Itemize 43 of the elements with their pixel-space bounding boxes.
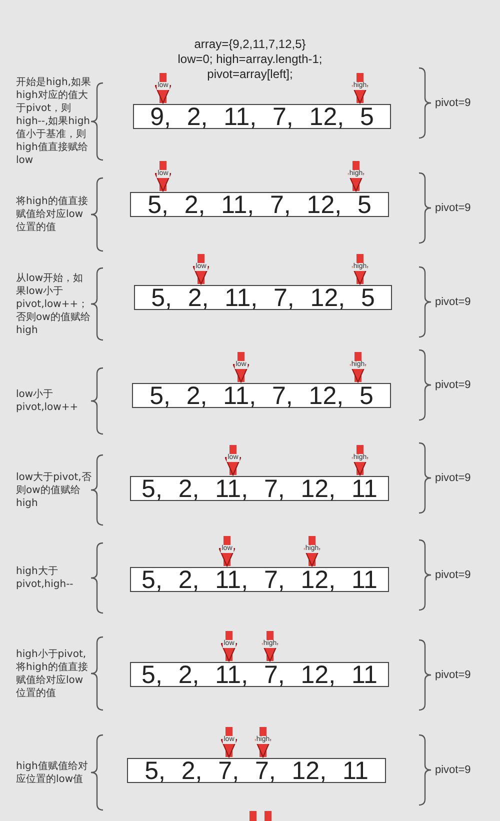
code-line: pivot=array[left]; — [207, 67, 293, 81]
description-text: low小于pivot,low++ — [16, 388, 80, 414]
array-box: 5, 2, 11, 7, 12, 11 — [130, 476, 389, 501]
pivot-label: pivot=9 — [435, 569, 471, 581]
arrow — [262, 631, 278, 662]
arrow — [254, 727, 272, 758]
arrow — [192, 254, 210, 284]
arrow — [348, 161, 364, 192]
arrow — [218, 536, 236, 566]
description-text: 将high的值直接赋值给对应low位置的值 — [16, 195, 89, 234]
array-box: 5, 2, 7, 7, 12, 11 — [127, 758, 386, 783]
pivot-label: pivot=9 — [435, 296, 471, 308]
pivot-label: pivot=9 — [435, 472, 471, 484]
array-box: 5, 2, 11, 7, 12, 5 — [134, 285, 392, 310]
array-box: 5, 2, 11, 7, 12, 11 — [130, 567, 389, 592]
arrow — [220, 727, 238, 758]
description-text: high值赋值给对应位置的low值 — [16, 760, 89, 786]
array-box: 5, 2, 11, 7, 12, 5 — [130, 192, 389, 217]
pivot-label: pivot=9 — [435, 379, 471, 391]
code-line: low=0; high=array.length-1; — [178, 52, 322, 66]
description-text: 从low开始，如果low小于pivot,low++；否则ow的值赋给high — [16, 272, 92, 336]
array-box: 5, 2, 11, 7, 12, 5 — [132, 383, 391, 408]
arrow — [350, 352, 366, 382]
arrow — [232, 352, 250, 382]
arrow — [352, 73, 368, 104]
arrow — [224, 445, 242, 476]
arrow — [154, 161, 172, 192]
array-box: 5, 2, 11, 7, 12, 11 — [130, 662, 389, 687]
description-text: low大于pivot,否则ow的值赋给high — [16, 470, 92, 510]
arrow — [154, 73, 172, 104]
pivot-label: pivot=9 — [435, 764, 471, 776]
pivot-label: pivot=9 — [435, 97, 471, 109]
pivot-label: pivot=9 — [435, 669, 471, 681]
description-text: high小于pivot,将high的值直接赋值给对应low位置的值 — [16, 648, 89, 700]
arrow — [220, 631, 238, 662]
arrow — [352, 254, 368, 284]
arrow — [304, 536, 320, 566]
array-box: 9, 2, 11, 7, 12, 5 — [133, 104, 391, 129]
arrow — [352, 445, 368, 476]
code-line: array={9,2,11,7,12,5} — [194, 37, 306, 51]
pivot-label: pivot=9 — [435, 202, 471, 214]
description-text: 开始是high,如果high对应的值大于pivot，则high--,如果high值小于基准，则high值直接赋给low — [16, 76, 92, 167]
description-text: high大于pivot,high-- — [16, 565, 74, 591]
